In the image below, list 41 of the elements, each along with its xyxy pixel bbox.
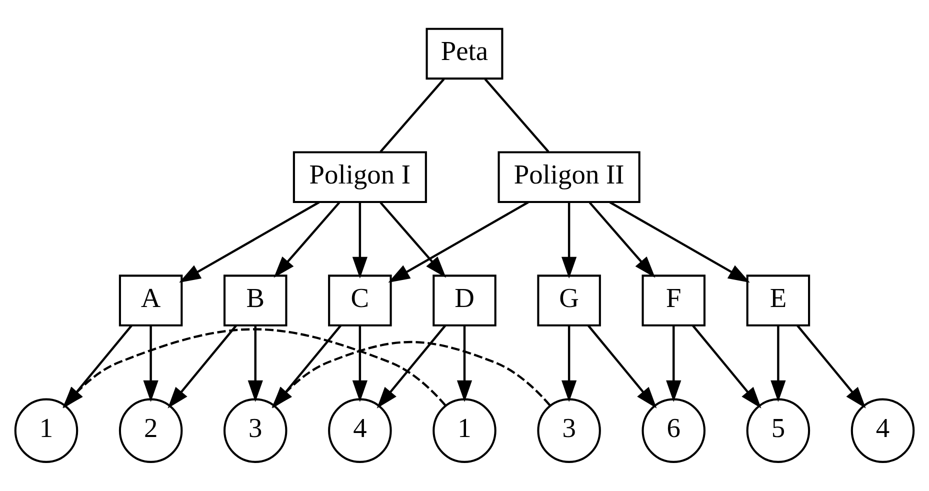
node-box: Poligon I xyxy=(292,151,427,204)
arrow xyxy=(143,326,158,402)
node-box: D xyxy=(432,274,496,326)
node-box: B xyxy=(224,274,288,326)
node-circle: 4 xyxy=(850,398,915,463)
arrow xyxy=(588,202,656,278)
node-box: G xyxy=(537,274,601,326)
arrow xyxy=(248,326,263,402)
node-box: C xyxy=(328,274,392,326)
node-circle: 3 xyxy=(537,398,601,463)
node-circle: 1 xyxy=(432,398,496,463)
node-circle: 3 xyxy=(224,398,288,463)
arrow xyxy=(380,202,446,278)
arrow xyxy=(770,326,786,402)
node-box: F xyxy=(642,274,706,326)
arrow xyxy=(168,324,238,408)
arrow xyxy=(376,324,446,408)
arrow xyxy=(274,202,340,278)
arrow xyxy=(587,324,657,408)
arrow xyxy=(609,201,750,283)
arrow xyxy=(562,326,577,402)
arrow xyxy=(388,201,529,283)
node-box: E xyxy=(746,274,810,326)
arrow xyxy=(456,326,472,402)
arrow xyxy=(179,201,320,283)
node-circle: 6 xyxy=(642,398,706,463)
arrow xyxy=(352,202,368,279)
arrow xyxy=(352,326,368,402)
arrow xyxy=(666,326,682,402)
node-box: Poligon II xyxy=(498,151,640,204)
arrow xyxy=(692,324,762,408)
arrow xyxy=(562,202,577,279)
node-circle: 2 xyxy=(118,398,183,463)
node-box: Peta xyxy=(426,28,504,80)
node-circle: 4 xyxy=(328,398,392,463)
node-circle: 1 xyxy=(14,398,78,463)
node-circle: 5 xyxy=(746,398,810,463)
node-box: A xyxy=(118,274,183,326)
connector xyxy=(380,78,445,152)
connector xyxy=(484,78,550,152)
arrow xyxy=(796,324,866,408)
